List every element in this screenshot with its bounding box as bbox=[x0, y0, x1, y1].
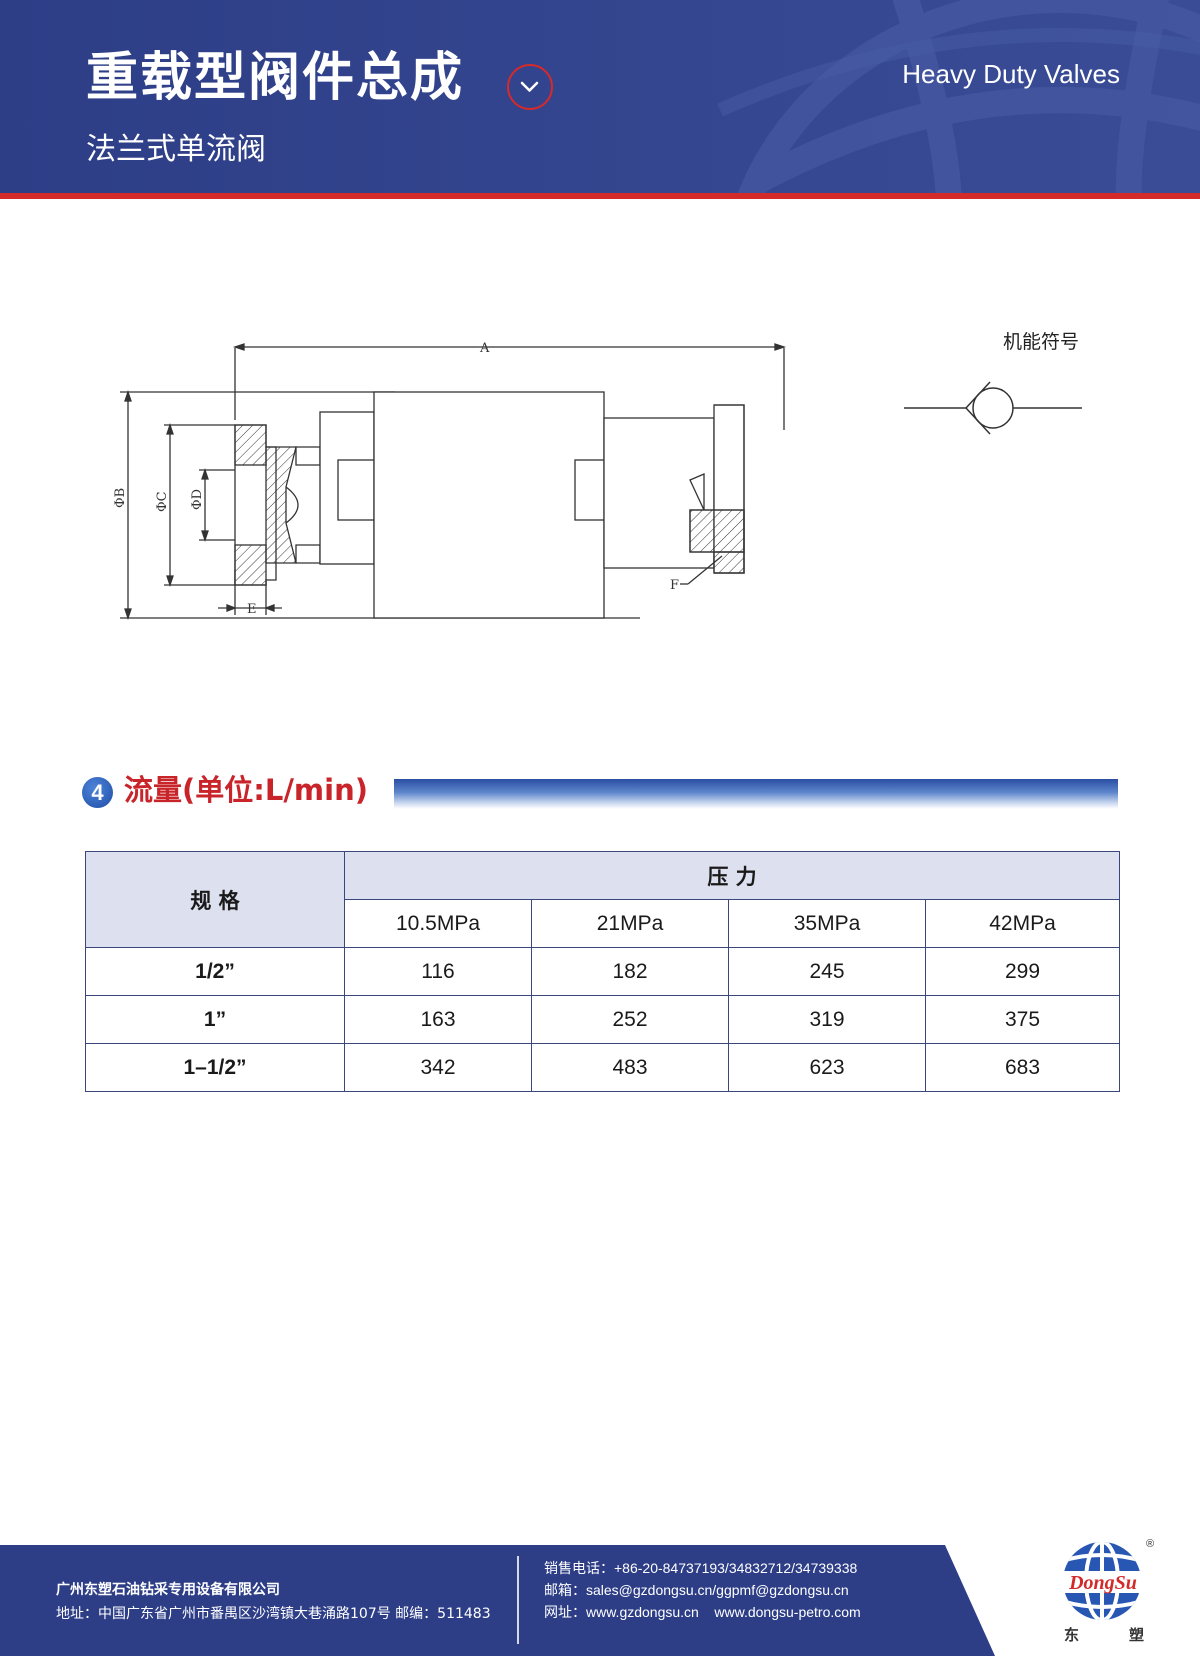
check-valve-symbol-icon bbox=[904, 381, 1082, 435]
globe-watermark bbox=[717, 0, 1200, 193]
logo-chinese-name: 东 塑 bbox=[1064, 1624, 1144, 1645]
company-address: 地址：中国广东省广州市番禺区沙湾镇大巷涌路107号 邮编：511483 bbox=[56, 1606, 491, 1622]
sales-phone-value: +86-20-84737193/34832712/34739338 bbox=[614, 1560, 858, 1576]
email: 邮箱：sales@gzdongsu.cn/ggpmf@gzdongsu.cn bbox=[544, 1583, 849, 1598]
flow-cell: 683 bbox=[925, 1043, 1120, 1092]
pressure-column-header: 21MPa bbox=[531, 899, 729, 948]
section-title: 流量(单位:L/min) bbox=[124, 773, 368, 807]
dim-label-a: A bbox=[479, 341, 490, 356]
website-label: 网址： bbox=[544, 1605, 586, 1621]
function-symbol-label: 机能符号 bbox=[1003, 331, 1080, 353]
pressure-column-header: 35MPa bbox=[728, 899, 926, 948]
page-header: 重载型阀件总成 法兰式单流阀 Heavy Duty Valves bbox=[0, 0, 1200, 193]
dim-label-d: ΦD bbox=[190, 489, 205, 510]
email-value[interactable]: sales@gzdongsu.cn/ggpmf@gzdongsu.cn bbox=[586, 1582, 849, 1598]
flow-cell: 299 bbox=[925, 947, 1120, 996]
chevron-down-icon[interactable] bbox=[507, 64, 553, 110]
size-cell: 1” bbox=[85, 995, 345, 1044]
page-subtitle: 法兰式单流阀 bbox=[86, 132, 266, 167]
logo-char: 东 bbox=[1064, 1626, 1080, 1644]
size-cell: 1/2” bbox=[85, 947, 345, 996]
sales-phone: 销售电话：+86-20-84737193/34832712/34739338 bbox=[544, 1561, 857, 1576]
flow-cell: 342 bbox=[344, 1043, 532, 1092]
website-value[interactable]: www.gzdongsu.cn www.dongsu-petro.com bbox=[586, 1604, 861, 1620]
flow-cell: 623 bbox=[728, 1043, 926, 1092]
dongsu-logo: DongSu ® bbox=[1056, 1538, 1154, 1620]
flow-cell: 163 bbox=[344, 995, 532, 1044]
logo-text: DongSu bbox=[1068, 1572, 1137, 1594]
footer-background bbox=[0, 1545, 995, 1656]
table-row: 1–1/2” 342 483 623 683 bbox=[85, 1043, 1120, 1092]
email-label: 邮箱： bbox=[544, 1583, 586, 1599]
dim-label-e: E bbox=[247, 602, 257, 617]
valve-technical-drawing: A ΦB ΦC ΦD E F bbox=[113, 341, 787, 621]
flow-cell: 252 bbox=[531, 995, 729, 1044]
page-title: 重载型阀件总成 bbox=[86, 48, 465, 108]
header-divider bbox=[0, 193, 1200, 199]
flow-cell: 245 bbox=[728, 947, 926, 996]
footer-divider bbox=[517, 1556, 519, 1644]
size-cell: 1–1/2” bbox=[85, 1043, 345, 1092]
dim-label-c: ΦC bbox=[155, 491, 170, 512]
flow-cell: 319 bbox=[728, 995, 926, 1044]
spec-header: 规 格 bbox=[85, 851, 345, 948]
section-number-badge: 4 bbox=[82, 777, 113, 808]
pressure-column-header: 10.5MPa bbox=[344, 899, 532, 948]
sales-phone-label: 销售电话： bbox=[544, 1561, 614, 1577]
logo-char: 塑 bbox=[1128, 1626, 1144, 1644]
english-title: Heavy Duty Valves bbox=[902, 59, 1120, 89]
flow-cell: 116 bbox=[344, 947, 532, 996]
flow-rate-table: 规 格 压 力 10.5MPa 21MPa 35MPa 42MPa 1/2” 1… bbox=[85, 851, 1120, 1092]
dim-label-b: ΦB bbox=[113, 488, 128, 508]
company-name: 广州东塑石油钻采专用设备有限公司 bbox=[56, 1582, 280, 1598]
registered-icon: ® bbox=[1146, 1538, 1154, 1550]
table-row: 1” 163 252 319 375 bbox=[85, 995, 1120, 1044]
flow-cell: 182 bbox=[531, 947, 729, 996]
dim-label-f: F bbox=[670, 578, 679, 593]
flow-cell: 483 bbox=[531, 1043, 729, 1092]
pressure-column-header: 42MPa bbox=[925, 899, 1120, 948]
website: 网址：www.gzdongsu.cn www.dongsu-petro.com bbox=[544, 1605, 861, 1620]
page-footer bbox=[0, 1545, 1200, 1656]
table-row: 1/2” 116 182 245 299 bbox=[85, 947, 1120, 996]
section-gradient-bar bbox=[394, 779, 1118, 809]
pressure-header: 压 力 bbox=[344, 851, 1120, 900]
flow-cell: 375 bbox=[925, 995, 1120, 1044]
